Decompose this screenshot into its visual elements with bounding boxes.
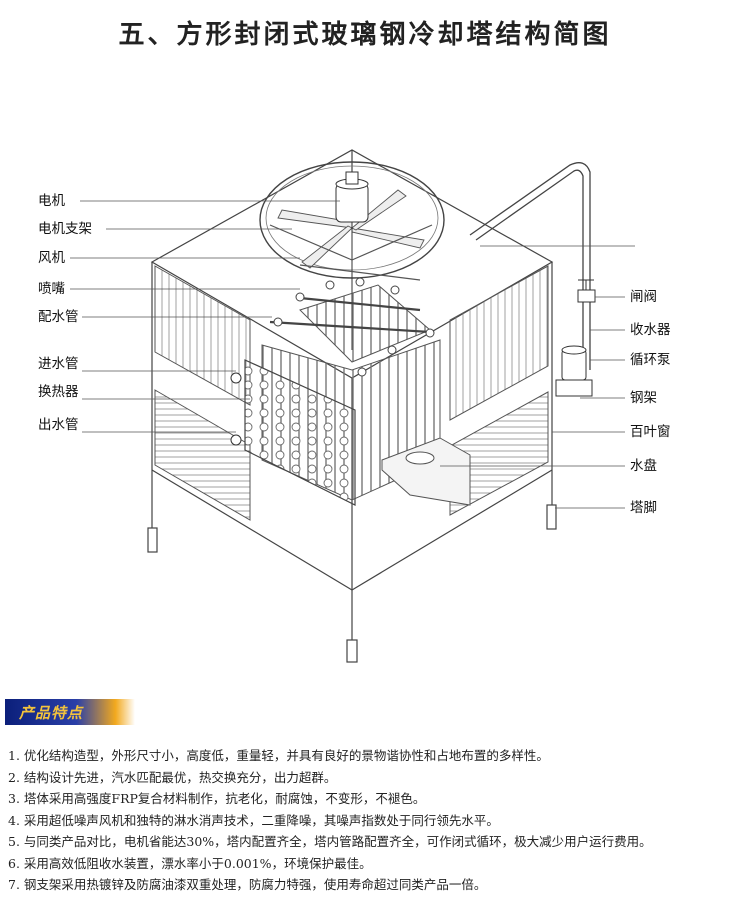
- label-outlet-pipe: 出水管: [38, 417, 79, 433]
- cooling-tower-diagram: [70, 149, 635, 663]
- right-wall-louver: [449, 391, 549, 516]
- diagram-title: 五、方形封闭式玻璃钢冷却塔结构简图: [118, 20, 612, 50]
- nozzles: [273, 277, 435, 377]
- label-inlet-pipe: 进水管: [38, 356, 79, 372]
- leader-lines-right: [440, 245, 635, 509]
- inlet-pipe: [230, 372, 242, 384]
- feature-item: 1. 优化结构造型，外形尺寸小，高度低，重量轻，并具有良好的景物谐协性和占地布置…: [8, 748, 549, 763]
- feature-item: 7. 钢支架采用热镀锌及防腐油漆双重处理，防腐力特强，使用寿命超过同类产品一倍。: [8, 877, 487, 892]
- leader-lines-left: [70, 200, 340, 433]
- gate-valve: [577, 279, 596, 303]
- motor-shape: [335, 171, 369, 350]
- motor-support: [269, 224, 433, 281]
- outlet-pipe: [230, 434, 242, 446]
- label-distribution-pipe: 配水管: [38, 309, 79, 325]
- label-steel-frame: 钢架: [630, 390, 657, 406]
- label-heat-exchanger: 换热器: [38, 384, 79, 400]
- feature-item: 3. 塔体采用高强度FRP复合材料制作，抗老化，耐腐蚀，不变形，不褪色。: [8, 791, 426, 806]
- distribution-pipe: [269, 296, 431, 334]
- label-drift-eliminator: 收水器: [630, 322, 671, 338]
- label-fan: 风机: [38, 250, 65, 266]
- features-heading-banner: 产品特点: [5, 699, 135, 725]
- label-circulation-pump: 循环泵: [630, 352, 671, 368]
- feature-item: 2. 结构设计先进，汽水匹配最优，热交换充分，出力超群。: [8, 769, 337, 785]
- feature-item: 5. 与同类产品对比，电机省能达30%，塔内配置齐全，塔内管路配置齐全，可作闭式…: [8, 834, 652, 849]
- label-tower-leg: 塔脚: [630, 500, 657, 516]
- circulation-pump: [555, 345, 593, 397]
- label-nozzle: 喷嘴: [38, 281, 65, 297]
- feature-item: 6. 采用高效低阻收水装置，漂水率小于0.001%，环境保护最佳。: [8, 855, 372, 871]
- label-water-basin: 水盘: [630, 458, 657, 474]
- label-motor-support: 电机支架: [38, 221, 92, 237]
- tower-legs: [147, 504, 557, 663]
- external-pipe: [469, 162, 591, 370]
- heat-exchanger-coil: [244, 359, 356, 506]
- label-motor: 电机: [38, 193, 65, 209]
- water-basin: [381, 437, 471, 506]
- right-wall-slats: [449, 265, 549, 421]
- features-list: 1. 优化结构造型，外形尺寸小，高度低，重量轻，并具有良好的景物谐协性和占地布置…: [8, 745, 728, 896]
- label-louver: 百叶窗: [630, 424, 671, 440]
- left-wall-louver: [154, 389, 251, 521]
- label-gate-valve: 闸阀: [630, 289, 657, 305]
- features-heading: 产品特点: [19, 704, 84, 722]
- feature-item: 4. 采用超低噪声风机和独特的淋水消声技术，二重降噪，其噪声指数处于同行领先水平…: [8, 812, 499, 828]
